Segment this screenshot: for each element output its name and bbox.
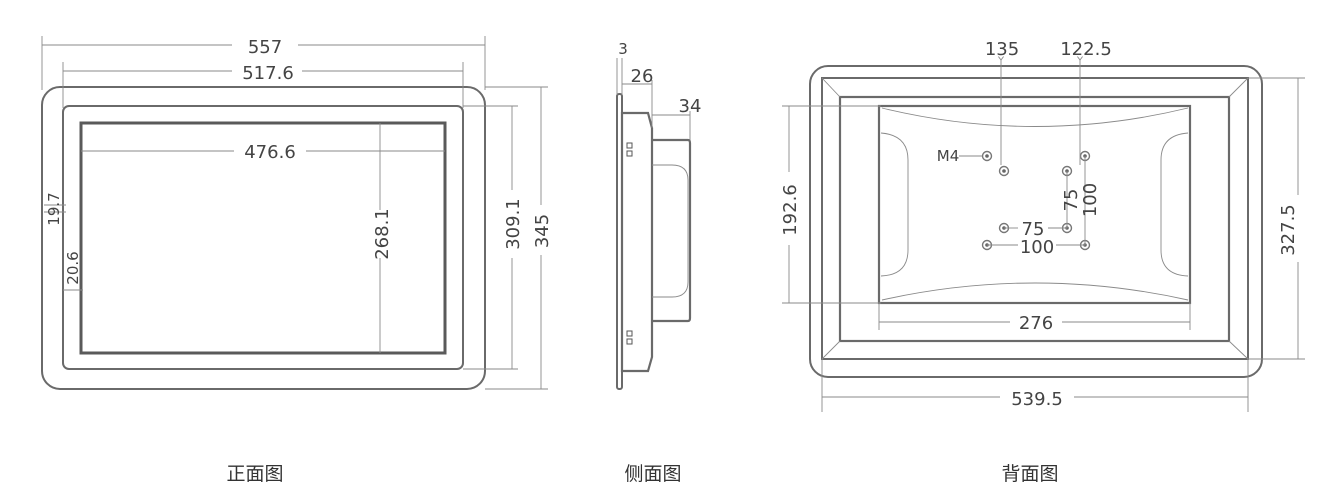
side-rear-box (652, 138, 692, 323)
dim-body-depth: 26 (631, 66, 654, 87)
dim-vesa-small-h: 75 (1022, 219, 1045, 240)
dim-outer-width: 539.5 (1011, 389, 1063, 410)
dim-overall-width: 557 (248, 37, 282, 58)
dim-overall-height: 345 (532, 214, 553, 248)
dim-left-margin: 19.7 (45, 192, 63, 225)
dim-vesa-large-h: 100 (1020, 237, 1054, 258)
dim-vesa-small-v: 75 (1061, 189, 1082, 212)
screw-label: M4 (937, 147, 960, 165)
dim-hole-offset-x: 135 (985, 39, 1019, 60)
dim-bezel-width: 517.6 (242, 63, 294, 84)
cover-right-handle (1160, 132, 1189, 277)
dim-bezel-height: 309.1 (503, 198, 524, 250)
side-view: 3 26 34 侧面图 (616, 40, 702, 485)
dim-screen-height: 268.1 (372, 208, 393, 260)
side-rear-recess (652, 164, 689, 298)
dim-hole-offset-x2: 122.5 (1060, 39, 1112, 60)
back-cover (877, 104, 1192, 305)
cover-bottom-curve (881, 282, 1189, 301)
dim-vesa-large-v: 100 (1080, 183, 1101, 217)
caption-side: 侧面图 (624, 463, 681, 485)
back-chamfer-inner (838, 95, 1231, 343)
back-chamfer-outer (821, 77, 1249, 360)
front-screen (79, 121, 447, 355)
caption-back: 背面图 (1001, 463, 1058, 485)
dim-outer-height: 327.5 (1278, 204, 1299, 256)
caption-front: 正面图 (226, 463, 283, 485)
front-bezel (62, 105, 464, 370)
cover-left-handle (880, 132, 909, 277)
dim-screen-margin: 20.6 (64, 251, 82, 284)
back-outer-frame (809, 65, 1263, 378)
back-view: 135 122.5 M4 75 100 75 100 192.6 276 (780, 39, 1305, 485)
front-outer-frame (41, 86, 486, 390)
front-view: 557 517.6 476.6 19.7 20.6 268.1 309.1 (41, 36, 553, 485)
dim-cover-width: 276 (1019, 313, 1053, 334)
side-body (620, 111, 654, 373)
dim-cover-height: 192.6 (780, 184, 801, 236)
dim-front-thickness: 3 (618, 40, 628, 58)
dim-total-depth: 34 (679, 96, 702, 117)
vesa-holes (981, 150, 1091, 251)
dim-screen-width: 476.6 (244, 142, 296, 163)
cover-top-curve (881, 107, 1189, 127)
